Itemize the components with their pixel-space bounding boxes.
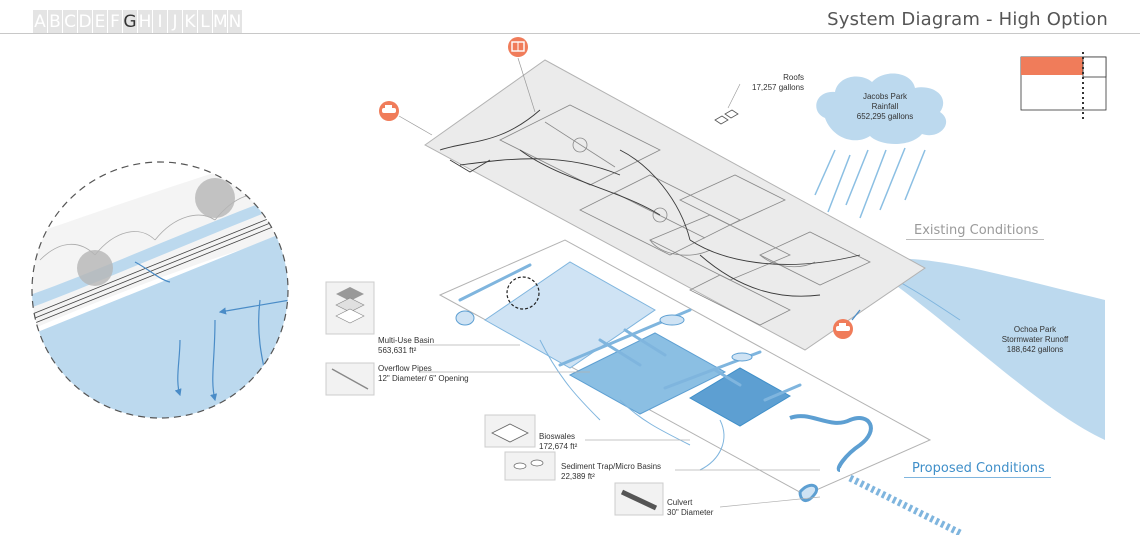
legend-culvert-swatch [614, 482, 664, 516]
basin-label: Multi-Use Basin 563,631 ft² [378, 336, 434, 356]
letter-tab-h[interactable]: H [138, 10, 152, 34]
letter-tab-c[interactable]: C [63, 10, 77, 34]
roofs-value: 17,257 gallons [752, 83, 805, 92]
runoff-name-2: Stormwater Runoff [1001, 335, 1069, 344]
letter-tab-j[interactable]: J [168, 10, 182, 34]
runoff-label: Ochoa Park Stormwater Runoff 188,642 gal… [990, 325, 1080, 355]
sediment-name: Sediment Trap/Micro Basins [561, 462, 662, 471]
culvert-name: Culvert [667, 498, 693, 507]
existing-conditions-label: Existing Conditions [906, 223, 1045, 240]
runoff-value: 188,642 gallons [1006, 345, 1064, 354]
proposed-conditions-text: Proposed Conditions [912, 461, 1045, 476]
locator-map [1020, 52, 1107, 120]
legend-basin-swatch [325, 281, 375, 335]
letter-tab-n[interactable]: N [228, 10, 242, 34]
letter-tab-m[interactable]: M [213, 10, 228, 34]
sediment-value: 22,389 ft² [561, 472, 595, 481]
sediment-label: Sediment Trap/Micro Basins 22,389 ft² [561, 462, 661, 482]
culvert-line [848, 474, 962, 535]
pipes-label: Overflow Pipes 12" Diameter/ 6" Opening [378, 364, 469, 384]
rainfall-name-2: Rainfall [871, 102, 899, 111]
roofs-label: Roofs 17,257 gallons [752, 73, 804, 93]
rain-cloud [816, 73, 947, 144]
basin-tier-3 [689, 367, 791, 427]
rainfall-label: Jacobs Park Rainfall 652,295 gallons [852, 92, 918, 122]
zoom-target-circle [506, 276, 540, 310]
letter-tab-b[interactable]: B [48, 10, 62, 34]
runoff-name-1: Ochoa Park [1013, 325, 1057, 334]
bioswales-name: Bioswales [539, 432, 576, 441]
existing-conditions-text: Existing Conditions [914, 223, 1039, 238]
legend-pipe-swatch [325, 362, 375, 396]
legend-sediment-swatch [504, 451, 556, 481]
letter-tab-e[interactable]: E [93, 10, 107, 34]
building-icon [508, 37, 528, 57]
page-title: System Diagram - High Option [827, 9, 1108, 30]
stormwater-runoff-plume [858, 258, 1105, 440]
culvert-value: 30" Diameter [667, 508, 714, 517]
car-icon [833, 319, 853, 339]
letter-tab-k[interactable]: K [183, 10, 197, 34]
existing-site-parcel [424, 59, 926, 351]
rainfall-name-1: Jacobs Park [862, 92, 908, 101]
bioswales-label: Bioswales 172,674 ft² [539, 432, 577, 452]
multi-use-basin [484, 261, 656, 369]
header-divider [0, 33, 1140, 34]
proposed-conditions-label: Proposed Conditions [904, 461, 1051, 478]
pipes-name: Overflow Pipes [378, 364, 432, 373]
legend-bioswale-swatch [484, 414, 536, 448]
pipes-value: 12" Diameter/ 6" Opening [378, 374, 469, 383]
bioswales-value: 172,674 ft² [539, 442, 578, 451]
roofs-name: Roofs [783, 73, 805, 82]
car-icon [379, 101, 399, 121]
letter-tab-a[interactable]: A [33, 10, 47, 34]
letter-tab-l[interactable]: L [198, 10, 212, 34]
basin-value: 563,631 ft² [378, 346, 417, 355]
basin-tier-2 [568, 332, 727, 415]
letter-tab-d[interactable]: D [78, 10, 92, 34]
section-letter-nav: A B C D E F G H I J K L M N [33, 10, 243, 34]
basin-name: Multi-Use Basin [378, 336, 435, 345]
rainfall-value: 652,295 gallons [856, 112, 914, 121]
letter-tab-g[interactable]: G [123, 10, 137, 34]
culvert-label: Culvert 30" Diameter [667, 498, 713, 518]
zoom-detail [32, 162, 288, 418]
letter-tab-i[interactable]: I [153, 10, 167, 34]
letter-tab-f[interactable]: F [108, 10, 122, 34]
